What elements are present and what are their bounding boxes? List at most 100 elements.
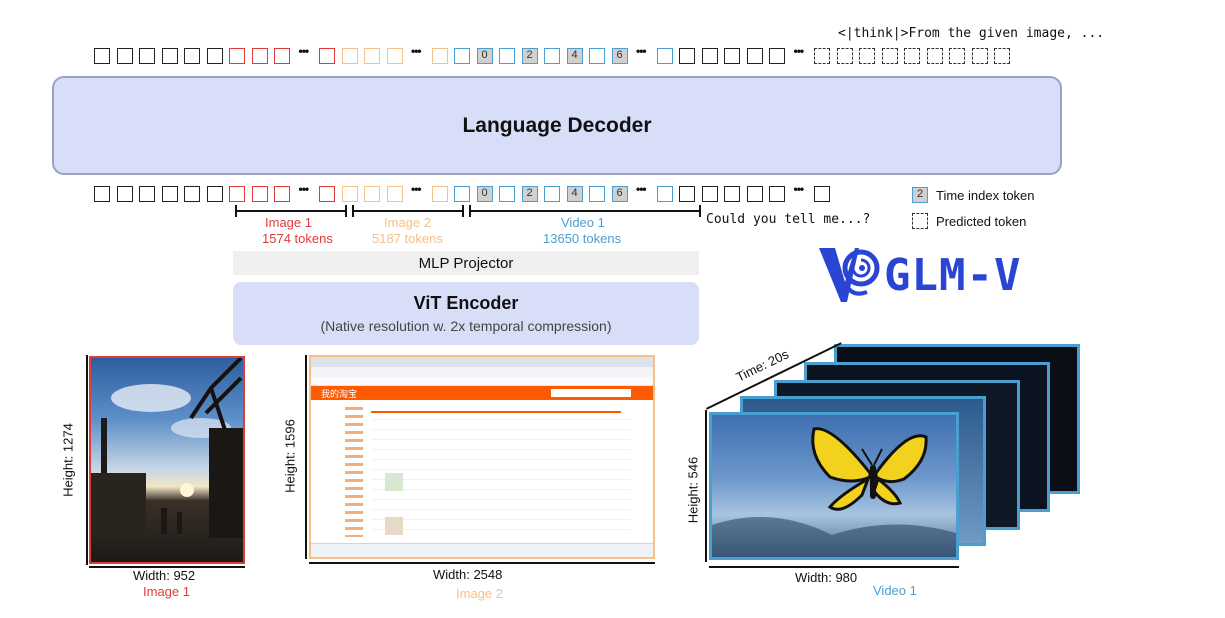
video1-caption: Video 1 [873,583,917,598]
shop-search-box [551,389,631,397]
text-token [769,186,785,202]
video1-height-arrow [705,410,707,562]
text-token [701,186,718,202]
image1-height-label: Height: 1274 [60,423,76,497]
shop-order-list [371,419,631,537]
text-token [814,186,830,202]
text-token [94,186,110,202]
predicted-token [926,48,943,64]
time-index-token: 2 [521,48,538,64]
language-decoder-block: Language Decoder [52,76,1062,175]
time-index-token: 2 [521,186,538,202]
image2-height-arrow [305,355,307,559]
legend-time-index-label: Time index token [936,188,1035,203]
shop-sidebar-menu [345,407,363,537]
image2-token [386,48,403,64]
predicted-token [994,48,1010,64]
order-thumbnail-1 [385,473,403,491]
legend-predicted-label: Predicted token [936,214,1027,229]
legend-predicted-token [912,213,928,229]
time-index-token: 4 [566,186,583,202]
image2-token [364,186,380,202]
video1-time-label: Time: 20s [733,346,792,385]
time-index-token: 0 [476,48,493,64]
image1-street-photo [89,356,245,564]
image2-caption: Image 2 [456,586,503,601]
video1-token [656,48,673,64]
video1-height-label: Height: 546 [685,456,701,524]
ellipsis-icon: ••• [411,44,422,58]
time-index-token: 0 [476,186,493,202]
text-token [206,186,223,202]
image2-token [386,186,403,202]
thinking-caption: <|think|>From the given image, ... [838,26,1105,41]
video1-token [544,186,560,202]
taskbar [311,543,653,557]
image2-token [341,186,358,202]
butterfly-icon [712,427,956,557]
vit-encoder-subtitle: (Native resolution w. 2x temporal compre… [320,318,612,334]
text-token [184,48,200,64]
video1-token [499,48,515,64]
text-token [94,48,110,64]
image1-token [251,186,268,202]
browser-address-bar [311,367,653,377]
ellipsis-icon: ••• [793,44,805,58]
text-token [184,186,200,202]
text-token [769,48,785,64]
predicted-token [881,48,898,64]
ellipsis-icon: ••• [298,44,310,58]
video1-token [499,186,515,202]
glm-v-logo-text: GLM-V [884,250,1022,301]
order-thumbnail-2 [385,517,403,535]
image2-segment-name: Image 2 [384,215,431,230]
vit-encoder-title: ViT Encoder [413,293,519,313]
image2-shop-screenshot: 我的淘宝 [309,355,655,559]
time-index-token: 4 [566,48,583,64]
image1-token [229,186,245,202]
image1-token [319,48,335,64]
text-token [746,48,763,64]
shop-header-bar: 我的淘宝 [311,386,653,400]
image1-token [274,186,290,202]
image2-token-count: 5187 tokens [372,231,443,246]
text-token [746,186,763,202]
image2-width-label: Width: 2548 [433,567,503,582]
text-token [701,48,718,64]
predicted-token [859,48,875,64]
image1-segment-name: Image 1 [265,215,312,230]
image1-token [319,186,335,202]
text-token [206,48,223,64]
shop-title: 我的淘宝 [321,389,358,399]
video1-token-count: 13650 tokens [543,231,622,246]
image2-width-arrow [309,562,655,564]
image1-token [251,48,268,64]
mlp-projector-block: MLP Projector [233,251,699,275]
time-index-token: 6 [611,48,628,64]
text-token [679,186,695,202]
video1-token [656,186,673,202]
image1-token [229,48,245,64]
video1-token [544,48,560,64]
ellipsis-icon: ••• [793,182,805,196]
video1-token [454,48,470,64]
text-token [724,48,740,64]
image2-token [341,48,358,64]
legend-time-index-token: 2 [912,187,928,203]
text-token [116,186,133,202]
video1-token [589,186,605,202]
mlp-projector-label: MLP Projector [418,254,514,272]
predicted-token [904,48,920,64]
question-text: Could you tell me...? [706,212,871,227]
video1-width-label: Width: 980 [795,570,858,585]
video-frame-butterfly [709,412,959,560]
text-token [724,186,740,202]
image1-token-count: 1574 tokens [262,231,333,246]
ellipsis-icon: ••• [636,182,647,196]
image1-width-label: Width: 952 [133,568,196,583]
ellipsis-icon: ••• [411,182,422,196]
browser-tab-bar [311,357,653,367]
time-index-token: 6 [611,186,628,202]
video1-token-brace [469,205,701,217]
image2-token-brace [352,205,464,217]
